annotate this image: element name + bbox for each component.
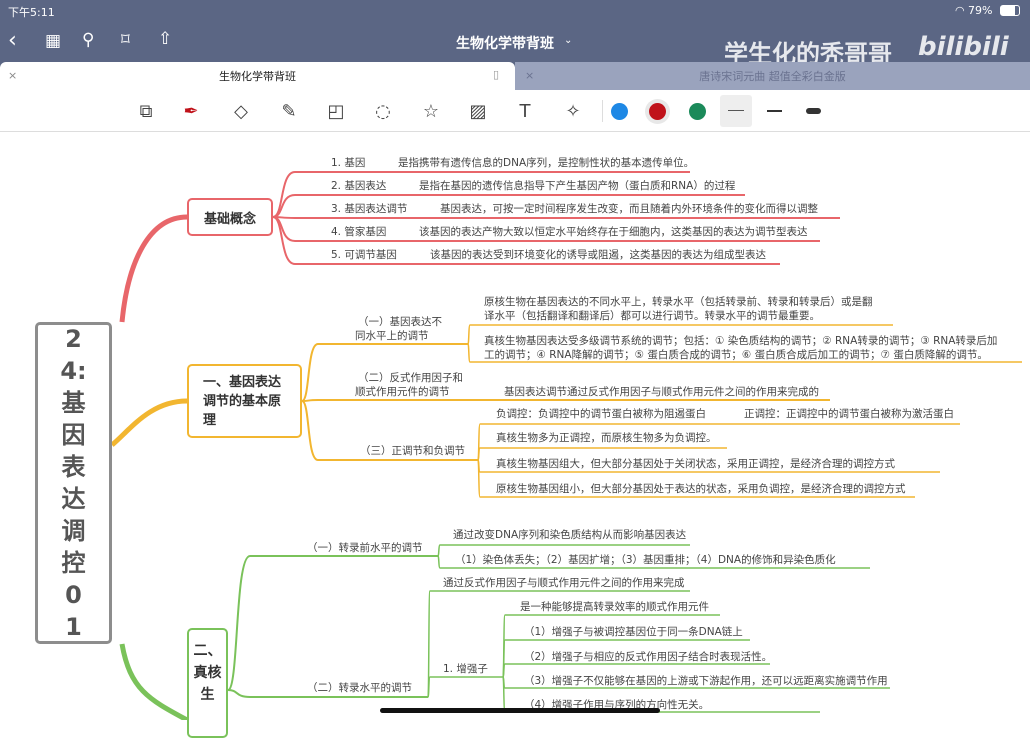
mindmap-text[interactable]: （1）增强子与被调控基因位于同一条DNA链上 [524,626,743,638]
connector-line [227,555,438,691]
back-icon[interactable]: ‹ [8,28,17,53]
mindmap-text[interactable]: 同水平上的调节 [355,330,429,342]
bilibili-logo: bilibili [918,32,1009,62]
tab-label: 生物化学带背班 [219,70,296,83]
mindmap-text[interactable]: 2. 基因表达 [331,180,387,192]
mindmap-text[interactable]: 原核生物基因组小，但大部分基因处于表达的状态，采用负调控，是经济合理的调控方式 [496,483,906,495]
bookmark-icon[interactable]: ⌑ [121,30,130,50]
nav-bar: ‹ ▦ ⚲ ⌑ ⇧ 生物化学带背班 ⌄ 学生化的秃哥哥 bilibili [0,22,1030,68]
mindmap-text[interactable]: 该基因的表达产物大致以恒定水平始终存在于细胞内，这类基因的表达为调节型表达 [419,226,808,238]
mindmap-connectors [110,171,1022,720]
connector-line [301,343,468,402]
battery-icon [1000,5,1020,16]
mindmap-text[interactable]: 真核生物多为正调控，而原核生物多为负调控。 [496,432,717,444]
text-icon[interactable]: T [519,100,531,122]
tab-inactive[interactable]: × 唐诗宋词元曲 超值全彩白金版 [515,62,1030,90]
node-basic-principles[interactable]: 一、基因表达调节的基本原理 [187,364,302,438]
connector-line [301,399,830,402]
lasso-icon[interactable]: ◌ [375,100,391,122]
mindmap-text[interactable]: 1. 基因 [331,157,366,169]
mindmap-text[interactable]: 4. 管家基因 [331,226,387,238]
zoom-window-icon[interactable]: ⧉ [139,100,153,122]
mindmap-text[interactable]: （一）转录前水平的调节 [307,542,423,554]
color-green[interactable] [689,103,706,120]
mindmap-text[interactable]: （2）增强子与相应的反式作用因子结合时表现活性。 [524,651,773,663]
share-icon[interactable]: ⇧ [158,29,173,49]
mindmap-text[interactable]: 译水平（包括翻译和翻译后）都可以进行调节。转录水平的调节最重要。 [484,310,820,322]
highlighter-icon[interactable]: ✎ [281,100,297,122]
mindmap-text[interactable]: 真核生物基因组大，但大部分基因处于关闭状态，采用正调控，是经济合理的调控方式 [496,458,895,470]
mindmap-text[interactable]: 3. 基因表达调节 [331,203,408,215]
main-branch-line [119,214,188,323]
stroke-thin-selected[interactable] [720,95,752,127]
mindmap-text[interactable]: 1. 增强子 [443,663,488,675]
tab-label: 唐诗宋词元曲 超值全彩白金版 [699,70,846,83]
mindmap-text[interactable]: （二）反式作用因子和 [358,372,463,384]
stroke-thick[interactable] [806,108,821,114]
mindmap-text[interactable]: 顺式作用元件的调节 [355,386,450,398]
chevron-down-icon[interactable]: ⌄ [564,35,573,46]
mindmap-text[interactable]: （一）基因表达不 [358,316,442,328]
tab-bar: × 生物化学带背班 ▯ × 唐诗宋词元曲 超值全彩白金版 [0,62,1030,90]
mindmap-text[interactable]: 基因表达调节通过反式作用因子与顺式作用元件之间的作用来完成的 [504,386,819,398]
mindmap-text[interactable]: （三）正调节和负调节 [360,445,465,457]
stroke-medium[interactable] [767,110,782,112]
connector-line [467,324,893,345]
shapes-icon[interactable]: ◰ [327,100,345,122]
sticker-icon[interactable]: ☆ [422,100,440,122]
eraser-icon[interactable]: ◇ [234,100,248,122]
image-icon[interactable]: ▨ [469,100,487,122]
color-red-selected[interactable] [645,99,670,124]
search-icon[interactable]: ⚲ [82,30,95,50]
wifi-icon: ◠ [955,4,965,17]
divider [602,100,603,122]
close-icon[interactable]: × [8,69,18,82]
pen-icon[interactable]: ✒ [183,100,199,122]
mindmap-text[interactable]: 正调控：正调控中的调节蛋白被称为激活蛋白 [744,408,954,420]
mindmap-text[interactable]: 基因表达，可按一定时间程序发生改变，而且随着内外环境条件的变化而得以调整 [440,203,818,215]
mindmap-text[interactable]: （1）染色体丢失；（2）基因扩增；（3）基因重排；（4）DNA的修饰和异染色质化 [455,554,836,566]
mindmap-text[interactable]: （二）转录水平的调节 [307,682,412,694]
node-basic-concepts[interactable]: 基础概念 [187,198,273,236]
mindmap-text[interactable]: （3）增强子不仅能够在基因的上游或下游起作用，还可以远距离实施调节作用 [524,675,888,687]
connector-line [477,459,915,498]
mindmap-text[interactable]: 5. 可调节基因 [331,249,397,261]
battery-level: 79% [968,4,993,17]
main-branch-line [110,398,188,447]
color-blue[interactable] [611,103,628,120]
status-bar: 下午5:11 ◠ 79% [0,0,1030,22]
root-node[interactable]: 24:基因表达调控01 [35,322,112,644]
laser-pointer-icon[interactable]: ✧ [565,100,581,122]
connector-line [227,689,428,698]
clock: 下午5:11 [8,6,55,19]
connector-line [301,400,478,461]
tab-active[interactable]: × 生物化学带背班 ▯ [0,62,515,90]
connector-line [427,676,503,698]
mindmap-text[interactable]: 通过反式作用因子与顺式作用元件之间的作用来完成 [443,577,685,589]
main-branch-line [119,643,189,720]
toolbar: ⧉ ✒ ◇ ✎ ◰ ◌ ☆ ▨ T ✧ [0,90,1030,132]
home-indicator[interactable] [380,708,660,713]
connector-line [437,555,870,569]
mindmap-text[interactable]: 该基因的表达受到环境变化的诱导或阻遏，这类基因的表达为组成型表达 [430,249,766,261]
grid-icon[interactable]: ▦ [45,31,62,51]
mindmap-text[interactable]: 工的调节；④ RNA降解的调节；⑤ 蛋白质合成的调节；⑥ 蛋白质合成后加工的调节… [484,349,988,361]
split-view-icon[interactable]: ▯ [493,68,500,81]
mindmap-text[interactable]: 是一种能够提高转录效率的顺式作用元件 [520,601,709,613]
mindmap-text[interactable]: 通过改变DNA序列和染色质结构从而影响基因表达 [453,529,687,541]
mindmap-text[interactable]: 原核生物在基因表达的不同水平上，转录水平（包括转录前、转录和转录后）或是翻 [484,296,873,308]
mindmap-text[interactable]: 真核生物基因表达受多级调节系统的调节；包括：① 染色质结构的调节；② RNA转录… [484,335,998,347]
mindmap-text[interactable]: 是指在基因的遗传信息指导下产生基因产物（蛋白质和RNA）的过程 [419,180,736,192]
document-title[interactable]: 生物化学带背班 [456,36,554,52]
connector-line [467,343,1022,363]
connector-line [272,216,840,219]
close-icon[interactable]: × [525,69,535,82]
mindmap-text[interactable]: 是指携带有遗传信息的DNA序列，是控制性状的基本遗传单位。 [398,157,695,169]
connector-line [272,216,780,265]
mindmap-text[interactable]: 负调控：负调控中的调节蛋白被称为阻遏蛋白 [496,408,706,420]
node-eukaryote-regulation[interactable]: 二、真核生 [187,628,228,738]
